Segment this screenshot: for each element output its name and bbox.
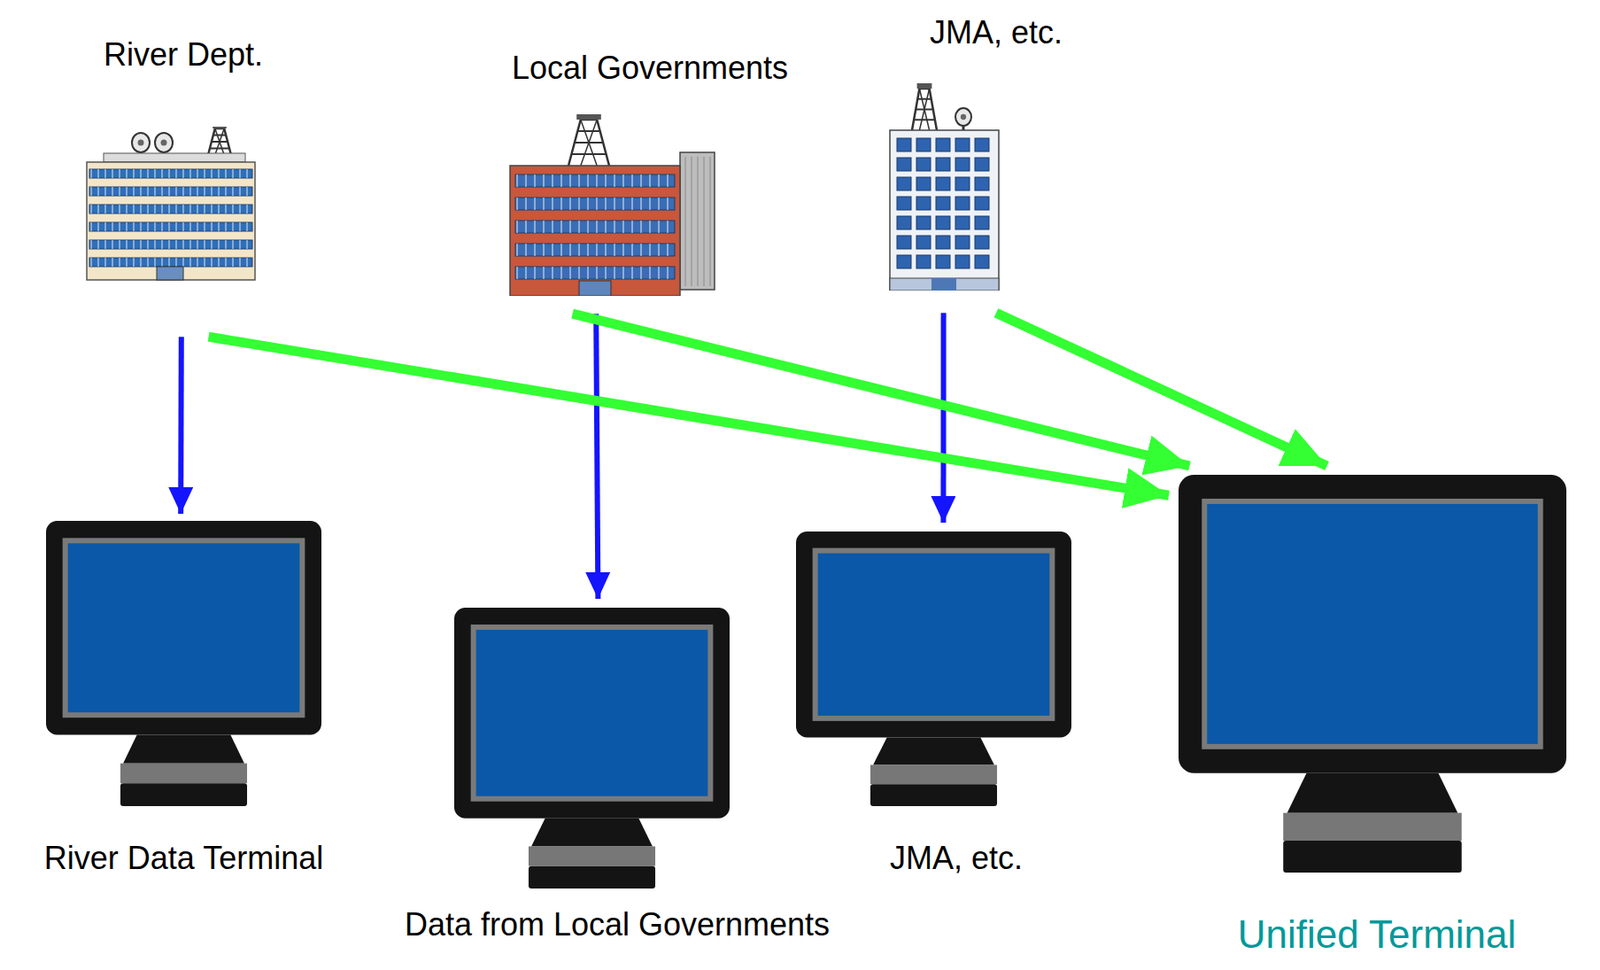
direct-feed-arrow — [177, 336, 185, 514]
building-node: River Dept. — [85, 35, 281, 337]
antenna-tower — [208, 126, 232, 155]
terminal-node: Data from Local Governments — [378, 598, 857, 943]
unified-feed-arrow — [996, 312, 1328, 466]
terminal-label: River Data Terminal — [44, 838, 324, 877]
river-dept-building — [85, 126, 281, 282]
terminal-label: Data from Local Governments — [404, 904, 830, 943]
terminal-node: JMA, etc. — [795, 522, 1118, 877]
building-label: JMA, etc. — [929, 13, 1063, 52]
unified-feed-arrow — [208, 336, 1169, 495]
building-label: River Dept. — [103, 35, 263, 74]
antenna-tower — [912, 83, 937, 131]
satellite-dish — [955, 108, 972, 132]
terminal-node: River Data Terminal — [35, 513, 333, 877]
monitor-icon — [1168, 474, 1585, 873]
terminal-label: Unified Terminal — [1237, 912, 1517, 956]
monitor-icon — [35, 520, 333, 806]
jma-building — [850, 81, 1143, 291]
unified-feed-arrow — [572, 313, 1191, 466]
terminal-node: Unified Terminal — [1168, 465, 1585, 956]
terminal-label: JMA, etc. — [889, 838, 1023, 877]
building-node: Local Governments — [481, 48, 819, 314]
direct-feed-arrow — [940, 312, 946, 523]
direct-feed-arrow — [595, 313, 598, 599]
building-node: JMA, etc. — [850, 13, 1143, 313]
building-label: Local Governments — [511, 48, 789, 87]
monitor-icon — [795, 531, 1118, 806]
local-government-building — [481, 112, 819, 296]
antenna-tower — [568, 114, 610, 166]
monitor-icon — [378, 607, 857, 889]
